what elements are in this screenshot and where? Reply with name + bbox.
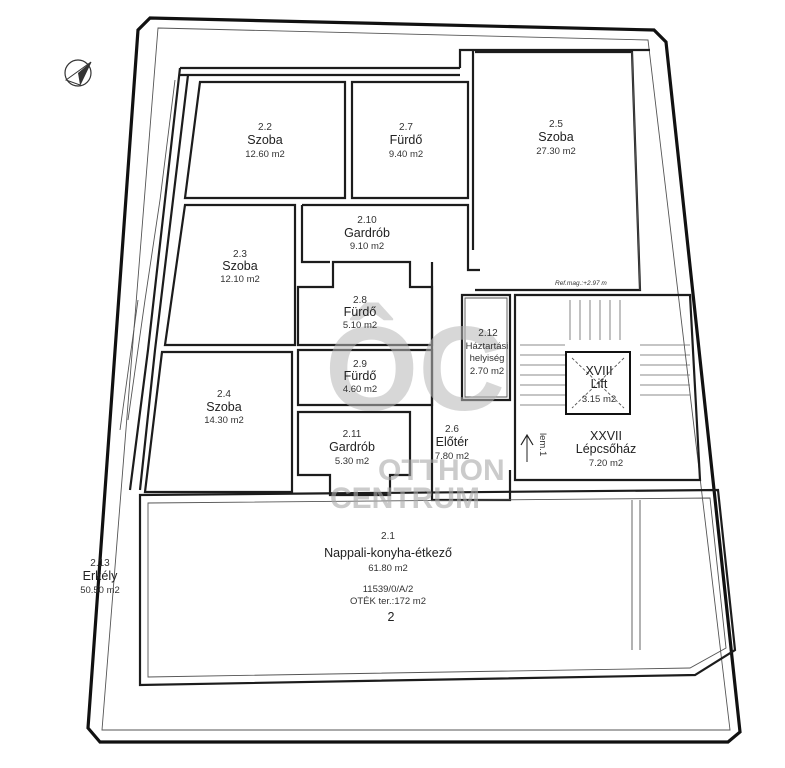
svg-text:Előtér: Előtér	[436, 435, 469, 449]
svg-text:2.12: 2.12	[478, 328, 498, 339]
svg-text:Fürdő: Fürdő	[344, 369, 377, 383]
svg-text:2.10: 2.10	[357, 215, 377, 226]
svg-text:7.20 m2: 7.20 m2	[589, 458, 623, 469]
room-label-2-9: 2.9 Fürdő 4.60 m2	[343, 359, 377, 395]
apartment-walls	[128, 48, 737, 687]
svg-text:Lépcsőház: Lépcsőház	[576, 442, 636, 456]
svg-text:CENTRUM: CENTRUM	[330, 482, 480, 515]
svg-text:11539/0/A/2: 11539/0/A/2	[363, 584, 414, 595]
svg-text:2.7: 2.7	[399, 122, 413, 133]
svg-text:lem.1: lem.1	[537, 433, 548, 456]
room-label-2-1: 2.1 Nappali-konyha-étkező 61.80 m2 11539…	[324, 531, 452, 624]
svg-text:XVIII: XVIII	[585, 364, 612, 378]
svg-text:7.80 m2: 7.80 m2	[435, 451, 469, 462]
svg-text:61.80 m2: 61.80 m2	[368, 563, 408, 574]
svg-text:3.15 m2: 3.15 m2	[582, 394, 616, 405]
svg-text:OTTHON: OTTHON	[378, 454, 505, 487]
svg-text:2.6: 2.6	[445, 424, 459, 435]
height-note: Ref.mag.:+2.97 m	[555, 280, 607, 287]
svg-text:helyiség: helyiség	[470, 353, 505, 364]
svg-text:OTÉK ter.:172 m2: OTÉK ter.:172 m2	[350, 596, 426, 607]
svg-text:12.10 m2: 12.10 m2	[220, 274, 260, 285]
stair-direction-arrow: lem.1	[520, 433, 548, 462]
room-label-2-4: 2.4 Szoba 14.30 m2	[204, 389, 244, 426]
room-label-2-10: 2.10 Gardrób 9.10 m2	[344, 215, 390, 252]
svg-text:Fürdő: Fürdő	[344, 305, 377, 319]
svg-text:XXVII: XXVII	[590, 429, 622, 443]
svg-text:2.9: 2.9	[353, 359, 367, 370]
room-label-2-3: 2.3 Szoba 12.10 m2	[220, 249, 260, 285]
svg-text:2.4: 2.4	[217, 389, 231, 400]
room-label-2-8: 2.8 Fürdő 5.10 m2	[343, 295, 377, 331]
svg-text:Szoba: Szoba	[206, 400, 241, 414]
staircase	[520, 300, 690, 415]
svg-text:4.60 m2: 4.60 m2	[343, 384, 377, 395]
svg-text:Gardrób: Gardrób	[329, 440, 375, 454]
svg-text:2.5: 2.5	[549, 119, 563, 130]
svg-text:Háztartási: Háztartási	[466, 341, 509, 352]
svg-text:2.11: 2.11	[343, 429, 362, 440]
room-label-2-2: 2.2 Szoba 12.60 m2	[245, 122, 285, 160]
svg-text:Szoba: Szoba	[222, 259, 257, 273]
room-label-2-5: 2.5 Szoba 27.30 m2	[536, 119, 576, 157]
room-label-2-13: 2.13 Erkély 50.50 m2	[80, 558, 120, 596]
svg-text:Nappali-konyha-étkező: Nappali-konyha-étkező	[324, 546, 452, 560]
svg-text:9.40 m2: 9.40 m2	[389, 149, 423, 160]
svg-text:2: 2	[388, 610, 395, 624]
building-outline	[86, 16, 742, 744]
svg-text:2.13: 2.13	[90, 558, 110, 569]
svg-text:2.8: 2.8	[353, 295, 367, 306]
svg-text:Szoba: Szoba	[247, 133, 282, 147]
svg-text:Erkély: Erkély	[83, 569, 118, 583]
svg-text:2.1: 2.1	[381, 531, 395, 542]
svg-text:50.50 m2: 50.50 m2	[80, 585, 120, 596]
svg-text:Lift: Lift	[591, 377, 608, 391]
svg-text:2.3: 2.3	[233, 249, 247, 260]
north-arrow-icon	[64, 59, 92, 87]
svg-text:12.60 m2: 12.60 m2	[245, 149, 285, 160]
svg-text:27.30 m2: 27.30 m2	[536, 146, 576, 157]
svg-text:14.30 m2: 14.30 m2	[204, 415, 244, 426]
watermark-logo: ÔC OTTHON CENTRUM	[325, 301, 505, 515]
svg-text:Szoba: Szoba	[538, 130, 573, 144]
svg-text:5.30 m2: 5.30 m2	[335, 456, 369, 467]
svg-text:2.2: 2.2	[258, 122, 272, 133]
svg-text:ÔC: ÔC	[325, 301, 505, 436]
room-label-2-7: 2.7 Fürdő 9.40 m2	[389, 122, 423, 160]
svg-text:Fürdő: Fürdő	[390, 133, 423, 147]
svg-text:Gardrób: Gardrób	[344, 226, 390, 240]
room-label-2-6: 2.6 Előtér 7.80 m2	[435, 424, 469, 462]
room-label-2-12: 2.12 Háztartási helyiség 2.70 m2	[466, 328, 509, 377]
room-label-2-11: 2.11 Gardrób 5.30 m2	[329, 429, 375, 467]
svg-text:5.10 m2: 5.10 m2	[343, 320, 377, 331]
svg-text:9.10 m2: 9.10 m2	[350, 241, 384, 252]
lift-label: XVIII Lift 3.15 m2	[582, 364, 616, 405]
stair-label: XXVII Lépcsőház 7.20 m2	[576, 429, 636, 469]
svg-text:2.70 m2: 2.70 m2	[470, 366, 504, 377]
